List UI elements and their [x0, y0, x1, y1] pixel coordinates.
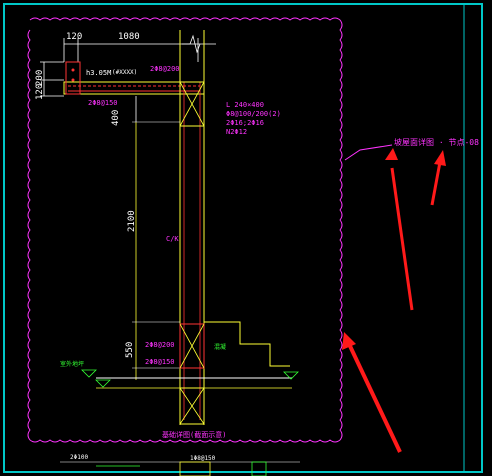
- bottom-element: [179, 461, 211, 476]
- rebar-label-low1: 2Φ8@200: [145, 341, 175, 349]
- break-symbol: [182, 34, 216, 54]
- dim-top-right: 1080: [118, 32, 140, 42]
- ground-marker-right: [283, 371, 299, 380]
- green-note: 混凝: [214, 344, 227, 351]
- ground-note: 室外地坪: [60, 361, 85, 368]
- beam-spec-2: Φ8@100/200(2): [226, 110, 281, 118]
- footing-title: 基础详图(截面示意): [162, 431, 227, 439]
- rebar-label-top1: 2Φ8@200: [150, 65, 180, 73]
- rebar-dot: [71, 78, 75, 82]
- slab-end-block: [65, 61, 81, 95]
- beam-cross: [179, 323, 205, 369]
- callout-leader: [344, 144, 393, 161]
- stepped-foundation: [204, 321, 290, 367]
- callout-label: 坡屋面详图 · 节点-08: [394, 138, 479, 147]
- rebar-dot: [71, 68, 75, 72]
- ground-marker-left: [95, 379, 111, 388]
- beam-cross: [179, 81, 205, 127]
- annotation-arrows: [342, 148, 446, 453]
- ring-beam-top: [179, 81, 205, 127]
- slab-note: h3.05M: [86, 69, 112, 77]
- footing-cross: [179, 387, 205, 425]
- dim-left-120: 120: [35, 83, 45, 100]
- revision-cloud: [27, 17, 343, 443]
- dim-2100: 2100: [127, 210, 137, 232]
- bottom-dim: 2Φ100: [70, 454, 89, 461]
- ground-marker: [81, 369, 97, 378]
- dim-400: 400: [111, 109, 121, 126]
- slab-tag: (#XXXX): [112, 69, 138, 76]
- beam-spec-4: N2Φ12: [226, 128, 248, 136]
- bottom-element-2: [251, 461, 267, 476]
- dim-550: 550: [125, 341, 135, 358]
- beam-spec-3: 2Φ16;2Φ16: [226, 119, 264, 127]
- rebar-label-low2: 2Φ8@150: [145, 358, 175, 366]
- bottom-label: 1Φ8@150: [190, 455, 216, 462]
- ring-beam-bottom: [179, 323, 205, 369]
- drawing-frame: [3, 3, 483, 473]
- rebar-label-top2: 2Φ8@150: [88, 99, 118, 107]
- column-mark: C/K: [166, 235, 179, 243]
- dim-top-left: 120: [66, 32, 83, 42]
- beam-spec-1: L 240×400: [226, 101, 264, 109]
